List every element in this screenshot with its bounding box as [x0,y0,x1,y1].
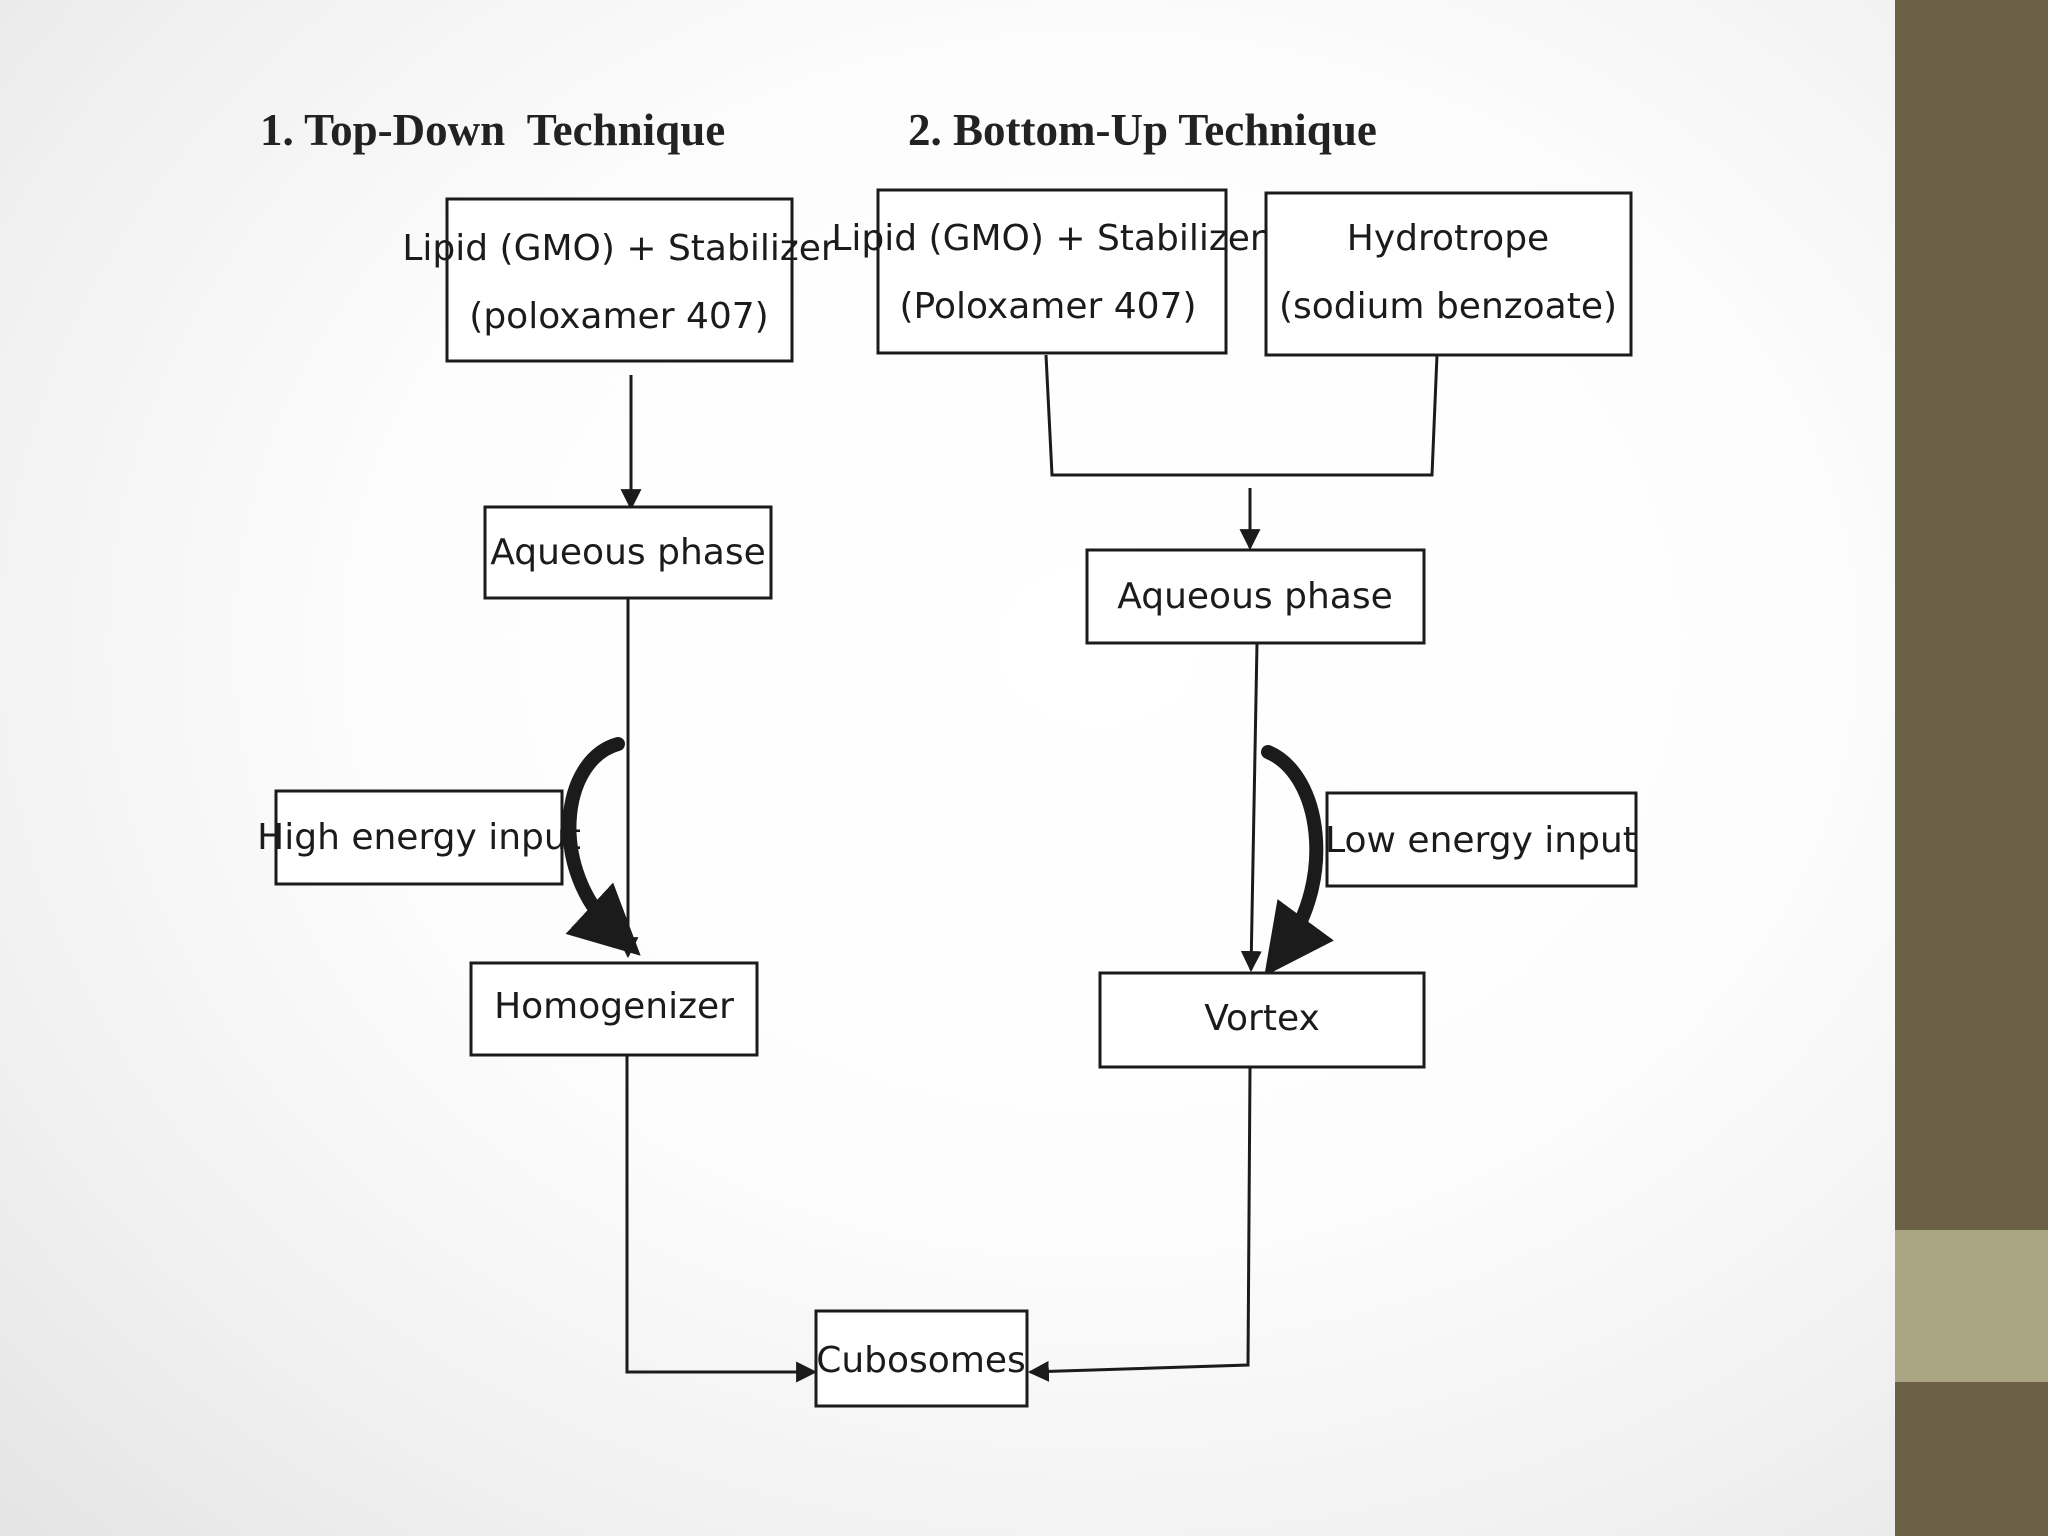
curved-arrow-high-energy [562,737,641,956]
svg-text:Cubosomes: Cubosomes [816,1340,1026,1381]
sidebar-accent-dark-top [1895,0,2048,1230]
connector-td-homogenizer-to-cubosomes [625,1055,818,1383]
svg-text:Homogenizer: Homogenizer [494,986,734,1027]
node-bu-energy: Low energy input [1325,791,1638,888]
connector-bu-aqueous-to-vortex [1240,642,1262,973]
svg-text:Aqueous phase: Aqueous phase [490,532,765,573]
node-bu-lipid: Lipid (GMO) + Stabilizer (Poloxamer 407) [831,188,1265,355]
heading-top-down: 1. Top-Down Technique [260,105,726,155]
connector-bu-vortex-to-cubosomes [1027,1067,1252,1382]
node-td-energy: High energy input [257,789,581,886]
sidebar-accent-light [1895,1230,2048,1382]
node-bu-aqueous: Aqueous phase [1085,548,1426,645]
svg-text:High energy input: High energy input [257,817,581,858]
svg-text:(sodium benzoate): (sodium benzoate) [1279,286,1617,327]
svg-text:Lipid (GMO) + Stabilizer: Lipid (GMO) + Stabilizer [402,228,836,269]
svg-text:(Poloxamer 407): (Poloxamer 407) [900,286,1197,327]
svg-text:Low energy input: Low energy input [1325,820,1637,861]
node-cubosomes: Cubosomes [814,1309,1029,1408]
node-td-aqueous: Aqueous phase [483,505,773,600]
curved-arrow-low-energy [1261,745,1334,977]
sidebar-accent-dark-bottom [1895,1382,2048,1536]
heading-bottom-up: 2. Bottom-Up Technique [908,105,1377,155]
node-bu-vortex: Vortex [1098,971,1426,1069]
svg-text:Vortex: Vortex [1204,998,1320,1039]
svg-text:Lipid (GMO) + Stabilizer: Lipid (GMO) + Stabilizer [831,218,1265,259]
node-td-homogenizer: Homogenizer [469,961,759,1057]
node-bu-hydrotrope: Hydrotrope (sodium benzoate) [1264,191,1633,357]
svg-text:Hydrotrope: Hydrotrope [1347,218,1549,259]
flow-diagram: Lipid (GMO) + Stabilizer (poloxamer 407)… [257,188,1638,1408]
svg-text:Aqueous phase: Aqueous phase [1117,576,1392,617]
node-td-lipid: Lipid (GMO) + Stabilizer (poloxamer 407) [402,197,836,363]
svg-text:(poloxamer 407): (poloxamer 407) [469,296,768,337]
connector-bu-merge [1044,354,1439,477]
